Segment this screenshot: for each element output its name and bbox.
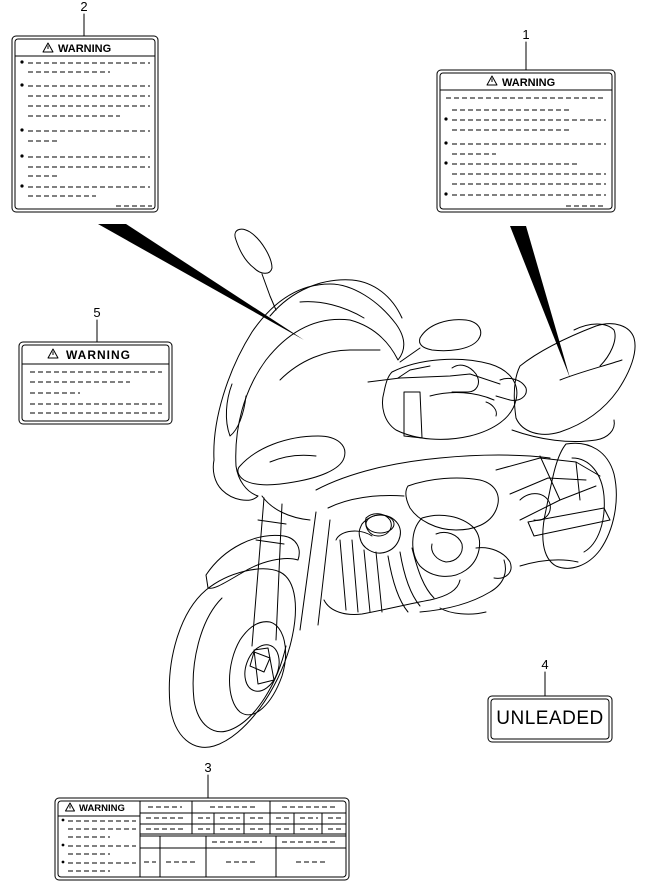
warning-label-1: WARNING xyxy=(436,69,616,213)
unleaded-label-4-frame xyxy=(487,695,613,743)
callout-4: 4 xyxy=(541,657,549,672)
callout-3: 3 xyxy=(204,760,212,775)
leader-pointers xyxy=(98,224,570,378)
warning-triangle-icon xyxy=(42,42,54,53)
motorcycle-illustration xyxy=(168,228,636,748)
label-5-text-lines xyxy=(30,371,162,414)
warning-title-5: WARNING xyxy=(66,348,131,362)
warning-triangle-icon xyxy=(486,75,498,86)
callout-2: 2 xyxy=(80,0,88,14)
unleaded-label-text: UNLEADED xyxy=(496,708,604,729)
label-2-text-lines xyxy=(20,60,152,207)
warning-label-3: WARNING xyxy=(54,797,350,881)
label-3-table xyxy=(139,800,347,878)
warning-title-1: WARNING xyxy=(502,77,555,89)
warning-label-5: WARNING xyxy=(18,341,173,425)
warning-title-3: WARNING xyxy=(79,803,125,814)
warning-label-2: WARNING xyxy=(11,35,159,213)
warning-triangle-icon xyxy=(47,348,59,359)
callout-1: 1 xyxy=(522,27,530,42)
label-1-text-lines xyxy=(444,97,606,207)
warning-title-2: WARNING xyxy=(58,43,111,55)
callout-5: 5 xyxy=(93,305,101,320)
label-3-left-text-lines xyxy=(61,818,136,872)
callout-leader-lines xyxy=(83,13,546,799)
warning-triangle-icon xyxy=(65,802,75,812)
